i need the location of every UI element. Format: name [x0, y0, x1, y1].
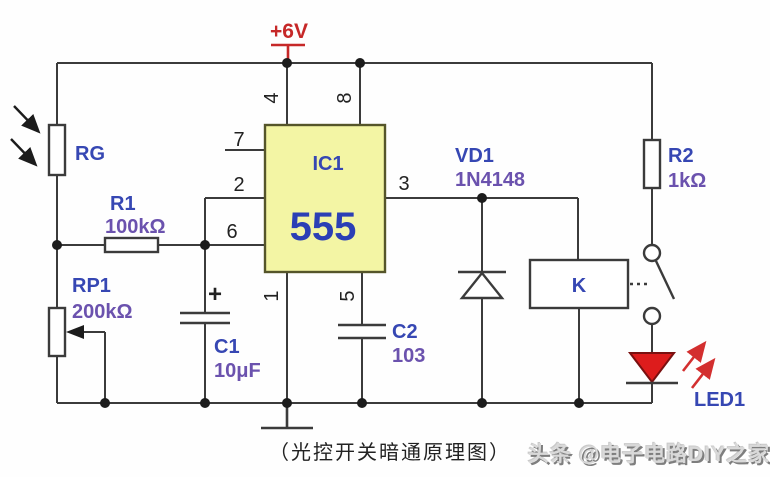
junction-dot [100, 398, 110, 408]
capacitor-c2: C2 103 [338, 321, 425, 367]
resistor-symbol-r2 [642, 138, 662, 190]
pin-8-label: 8 [334, 92, 356, 103]
power-terminal-icon: +6V [270, 20, 308, 62]
led-emission-arrow-icon [690, 357, 716, 389]
junction-dot [200, 240, 210, 250]
pin-7-label: 7 [233, 129, 244, 151]
capacitor-c1: + C1 10μF [180, 281, 261, 382]
diode-vd1: VD1 1N4148 [455, 145, 525, 300]
relay-switch-contact [642, 243, 676, 326]
vd1-value-label: 1N4148 [455, 169, 525, 191]
r1-ref-label: R1 [110, 193, 136, 215]
pin-2-label: 2 [233, 174, 244, 196]
ic-part-label: 555 [290, 205, 357, 249]
power-label: +6V [270, 20, 308, 43]
led1-ref-label: LED1 [694, 389, 745, 411]
light-arrow-icon [10, 138, 38, 167]
junction-dot [357, 398, 367, 408]
vd1-ref-label: VD1 [455, 145, 494, 167]
r1-value-label: 100kΩ [105, 216, 166, 238]
c2-ref-label: C2 [392, 321, 418, 343]
resistor-r1: R1 100kΩ [103, 193, 166, 254]
relay-k: K [528, 258, 650, 310]
rg-ref-label: RG [75, 143, 105, 165]
c1-polarity-sign: + [208, 281, 222, 308]
junction-dot [52, 240, 62, 250]
pin-5-label: 5 [337, 290, 359, 301]
pin-3-label: 3 [398, 173, 409, 195]
junction-dot [477, 398, 487, 408]
photoresistor-rg: RG [10, 105, 105, 177]
ic-ref-label: IC1 [312, 153, 343, 175]
rp1-ref-label: RP1 [72, 275, 111, 297]
junction-dot [355, 58, 365, 68]
figure-caption: （光控开关暗通原理图） [269, 441, 511, 464]
ic-body [263, 123, 387, 274]
junction-dot [282, 58, 292, 68]
wiper-arrow-icon [66, 325, 84, 339]
diode-symbol-vd1 [459, 271, 505, 300]
junction-dot [477, 193, 487, 203]
rp1-value-label: 200kΩ [72, 301, 133, 323]
relay-ref-label: K [572, 275, 587, 297]
led-emission-arrow-icon [681, 340, 707, 372]
capacitor-symbol-c2 [338, 323, 386, 340]
relay-coil-box [528, 258, 630, 310]
junction-dots [52, 58, 584, 408]
resistor-symbol-r1 [103, 236, 160, 254]
ic-pin-labels: 4 8 7 2 6 3 1 5 [226, 92, 409, 301]
light-arrow-icon [13, 105, 41, 134]
led-symbol [627, 352, 677, 384]
resistor-symbol-rg [47, 123, 67, 177]
led1: LED1 [626, 340, 745, 411]
r2-value-label: 1kΩ [668, 170, 706, 192]
c1-ref-label: C1 [214, 336, 240, 358]
resistor-symbol-rp1 [47, 306, 67, 358]
circuit-wires [56, 62, 653, 404]
c2-value-label: 103 [392, 345, 425, 367]
switch-arm [654, 260, 676, 300]
contact-terminal-bottom [642, 306, 662, 326]
ic1-555-chip: IC1 555 [263, 123, 387, 274]
resistor-r2: R2 1kΩ [642, 138, 706, 192]
junction-dot [200, 398, 210, 408]
capacitor-symbol-c1 [180, 311, 230, 325]
pin-1-label: 1 [261, 290, 283, 301]
pin-6-label: 6 [226, 221, 237, 243]
potentiometer-rp1: RP1 200kΩ [47, 275, 133, 358]
junction-dot [574, 398, 584, 408]
junction-dot [282, 398, 292, 408]
contact-terminal-top [642, 243, 662, 263]
c1-value-label: 10μF [214, 360, 261, 382]
watermark-text: 头条 @电子电路DIY之家 [528, 442, 770, 466]
r2-ref-label: R2 [668, 145, 694, 167]
pin-4-label: 4 [261, 92, 283, 103]
